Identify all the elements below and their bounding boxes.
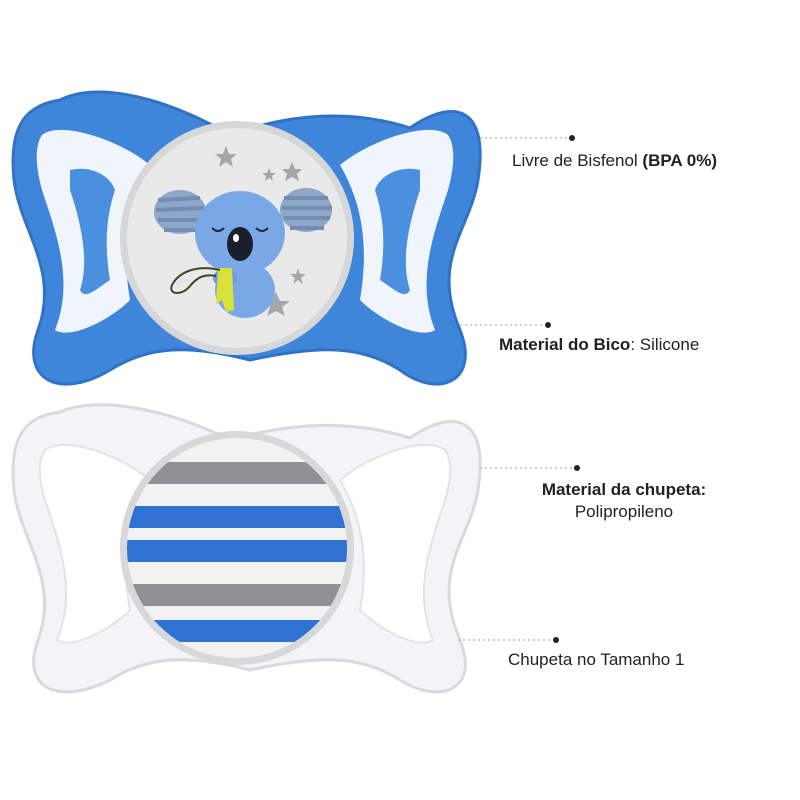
- blue-shield-cutout-right-inner: [375, 168, 420, 295]
- koala-eye-left: [211, 227, 225, 232]
- toy-string: [170, 267, 221, 294]
- clear-pacifier: [11, 403, 482, 694]
- callout-size: Chupeta no Tamanho 1: [508, 650, 685, 669]
- star-icon: [215, 146, 306, 316]
- koala-left-ear: [154, 190, 206, 234]
- callout-bpa-free: Livre de Bisfenol (BPA 0%): [512, 151, 718, 170]
- blue-pacifier: [11, 90, 482, 386]
- clear-shield-cutout-right: [338, 443, 452, 644]
- koala-icon: [154, 188, 332, 318]
- yellow-toy-icon: [216, 268, 234, 312]
- stripes-pattern: [127, 462, 347, 642]
- blue-shield-cutout-left-inner: [70, 168, 115, 295]
- clear-shield-cutout-left: [38, 443, 152, 644]
- leader-lines: [458, 135, 580, 643]
- koala-right-ear: [280, 188, 332, 232]
- callout-nipple-material: Material do Bico: Silicone: [499, 335, 700, 354]
- koala-nose: [227, 227, 253, 261]
- koala-eye-right: [255, 227, 269, 232]
- callout-pacifier-material: Material da chupeta: Polipropileno: [541, 480, 707, 521]
